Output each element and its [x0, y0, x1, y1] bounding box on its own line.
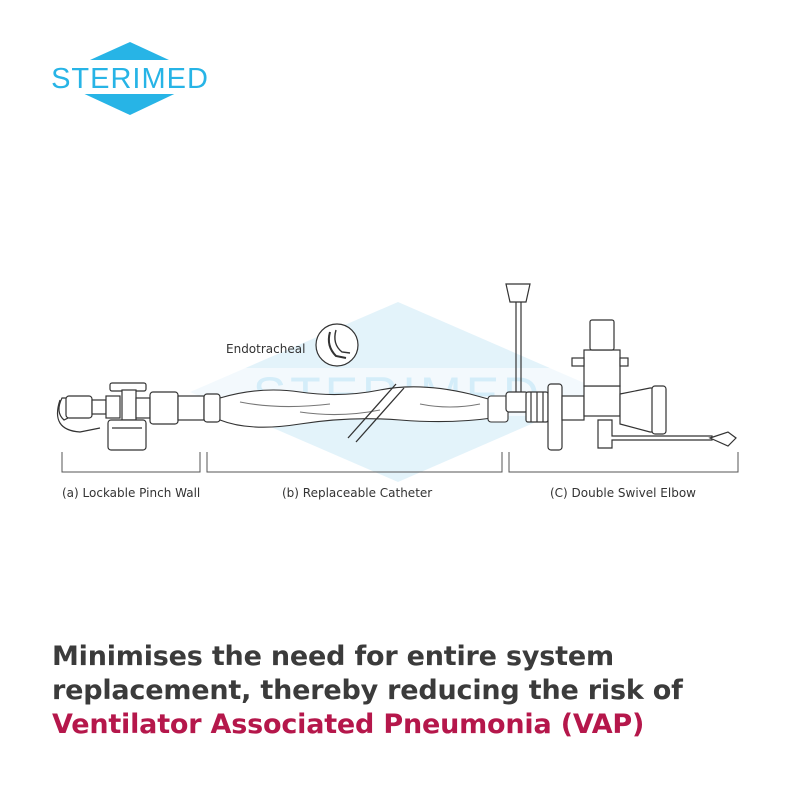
bracket-a	[61, 452, 201, 473]
bracket-b	[206, 452, 503, 473]
caption-text: Minimises the need for entire system rep…	[52, 641, 683, 706]
endotracheal-label: Endotracheal	[226, 342, 306, 356]
caption: Minimises the need for entire system rep…	[52, 640, 772, 742]
bracket-c	[508, 452, 739, 473]
endotracheal-callout	[315, 323, 359, 367]
logo-band	[47, 60, 213, 94]
lockable-pinch-wall-drawing	[56, 382, 221, 451]
catheter-diagram: STERIMED	[56, 283, 739, 482]
sterimed-logo: STERIMED	[47, 42, 213, 115]
catheter-sleeve-drawing	[219, 383, 509, 443]
logo-text: STERIMED	[51, 63, 209, 95]
segment-label-c: (C) Double Swivel Elbow	[550, 486, 696, 500]
caption-highlight: Ventilator Associated Pneumonia (VAP)	[52, 709, 645, 740]
segment-label-a: (a) Lockable Pinch Wall	[62, 486, 201, 500]
segment-label-b: (b) Replaceable Catheter	[282, 486, 433, 500]
segment-brackets	[61, 452, 739, 473]
double-swivel-elbow-drawing	[505, 283, 737, 451]
